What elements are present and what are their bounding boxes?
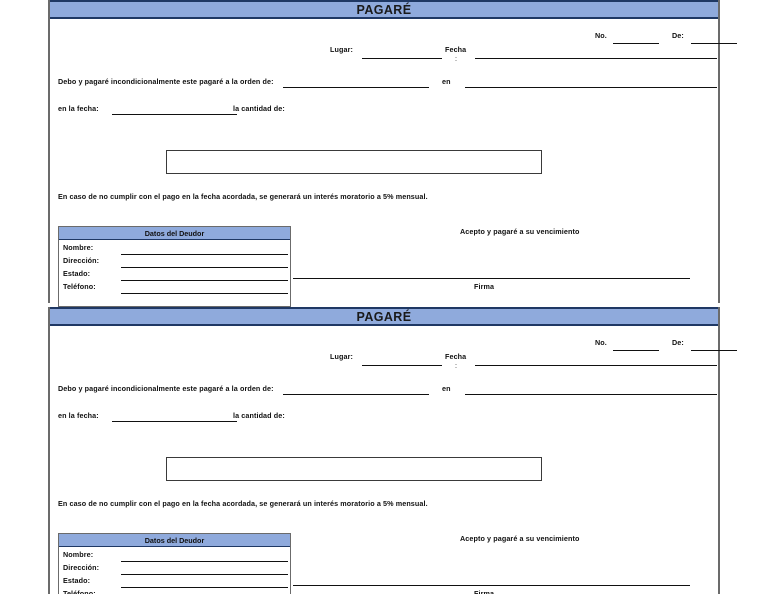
orden-de-input-line[interactable] [283, 394, 429, 395]
pagare-form-1: PAGARÉ No. De: Lugar: Fecha : Debo y pag… [48, 0, 737, 316]
la-cantidad-de-label: la cantidad de: [233, 411, 285, 420]
estado-label: Estado: [63, 576, 91, 585]
deudor-heading: Datos del Deudor [59, 534, 290, 547]
lugar-label: Lugar: [330, 45, 353, 54]
de-label: De: [672, 31, 684, 40]
nombre-label: Nombre: [63, 243, 94, 252]
page-title: PAGARÉ [356, 309, 412, 324]
estado-input-line[interactable] [121, 587, 288, 588]
acceptance-text: Acepto y pagaré a su vencimiento [460, 227, 580, 236]
nombre-input-line[interactable] [121, 561, 288, 562]
deudor-heading: Datos del Deudor [59, 227, 290, 240]
estado-input-line[interactable] [121, 280, 288, 281]
en-label: en [442, 77, 451, 86]
en-input-line[interactable] [465, 87, 717, 88]
estado-label: Estado: [63, 269, 91, 278]
en-la-fecha-input-line[interactable] [112, 114, 237, 115]
acceptance-text: Acepto y pagaré a su vencimiento [460, 534, 580, 543]
direccion-label: Dirección: [63, 563, 100, 572]
telefono-input-line[interactable] [121, 293, 288, 294]
no-input-line[interactable] [613, 350, 659, 351]
direccion-label: Dirección: [63, 256, 100, 265]
en-la-fecha-label: en la fecha: [58, 411, 99, 420]
deudor-table: Datos del Deudor Nombre: Dirección: Esta… [58, 533, 291, 594]
direccion-input-line[interactable] [121, 574, 288, 575]
page-title: PAGARÉ [356, 2, 412, 17]
en-label: en [442, 384, 451, 393]
form-title-bar: PAGARÉ [50, 307, 718, 326]
fecha-label: Fecha [445, 352, 467, 361]
firma-label: Firma [474, 282, 495, 291]
telefono-label: Teléfono: [63, 282, 96, 291]
firma-input-line[interactable] [293, 278, 690, 279]
de-input-line[interactable] [691, 350, 737, 351]
nombre-label: Nombre: [63, 550, 94, 559]
telefono-label: Teléfono: [63, 589, 96, 594]
fecha-label: Fecha [445, 45, 467, 54]
en-la-fecha-input-line[interactable] [112, 421, 237, 422]
form-title-bar: PAGARÉ [50, 0, 718, 19]
fecha-colon: : [455, 54, 458, 63]
deudor-table: Datos del Deudor Nombre: Dirección: Esta… [58, 226, 291, 307]
orden-de-label: Debo y pagaré incondicionalmente este pa… [58, 384, 274, 393]
de-label: De: [672, 338, 684, 347]
de-input-line[interactable] [691, 43, 737, 44]
form-body: No. De: Lugar: Fecha : Debo y pagaré inc… [50, 326, 737, 594]
interes-clause: En caso de no cumplir con el pago en la … [58, 499, 428, 508]
no-input-line[interactable] [613, 43, 659, 44]
fecha-input-line[interactable] [475, 58, 717, 59]
no-label: No. [595, 31, 607, 40]
direccion-input-line[interactable] [121, 267, 288, 268]
firma-input-line[interactable] [293, 585, 690, 586]
form-body: No. De: Lugar: Fecha : Debo y pagaré inc… [50, 19, 737, 316]
fecha-colon: : [455, 361, 458, 370]
amount-box[interactable] [166, 150, 542, 174]
nombre-input-line[interactable] [121, 254, 288, 255]
pagare-form-2: PAGARÉ No. De: Lugar: Fecha : Debo y pag… [48, 307, 737, 594]
lugar-input-line[interactable] [362, 58, 442, 59]
lugar-input-line[interactable] [362, 365, 442, 366]
interes-clause: En caso de no cumplir con el pago en la … [58, 192, 428, 201]
fecha-input-line[interactable] [475, 365, 717, 366]
firma-label: Firma [474, 589, 495, 594]
no-label: No. [595, 338, 607, 347]
en-la-fecha-label: en la fecha: [58, 104, 99, 113]
la-cantidad-de-label: la cantidad de: [233, 104, 285, 113]
amount-box[interactable] [166, 457, 542, 481]
en-input-line[interactable] [465, 394, 717, 395]
orden-de-input-line[interactable] [283, 87, 429, 88]
lugar-label: Lugar: [330, 352, 353, 361]
orden-de-label: Debo y pagaré incondicionalmente este pa… [58, 77, 274, 86]
